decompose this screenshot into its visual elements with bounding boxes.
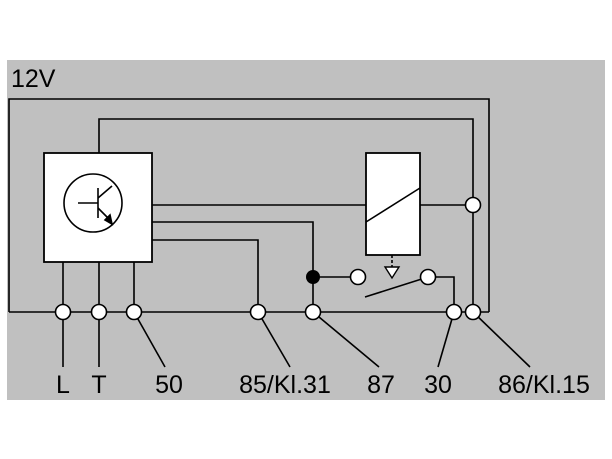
relay-coil-diagonal	[365, 187, 421, 223]
switch-actuator-icon	[383, 266, 401, 280]
terminal-label: 86/Kl.15	[498, 371, 590, 399]
terminal-label: 30	[424, 371, 452, 399]
terminal-50-node	[125, 303, 143, 321]
relay-coil-box	[365, 152, 421, 256]
junction-dot	[306, 270, 320, 284]
terminal-86-node	[464, 303, 482, 321]
terminal-label: L	[56, 371, 70, 399]
coil-terminal	[464, 196, 482, 214]
switch-contact-left	[349, 268, 367, 286]
supply-voltage-label: 12V	[11, 65, 56, 93]
terminal-label: T	[91, 371, 106, 399]
terminal-87-node	[304, 303, 322, 321]
transistor-symbol	[63, 173, 123, 233]
terminal-85-node	[249, 303, 267, 321]
terminal-label: 85/Kl.31	[239, 371, 331, 399]
wiring	[8, 98, 531, 368]
switch-contact-right	[419, 268, 437, 286]
terminal-label: 50	[155, 371, 183, 399]
terminal-T-node	[90, 303, 108, 321]
terminal-label: 87	[367, 371, 395, 399]
terminal-30-node	[445, 303, 463, 321]
terminal-L-node	[54, 303, 72, 321]
